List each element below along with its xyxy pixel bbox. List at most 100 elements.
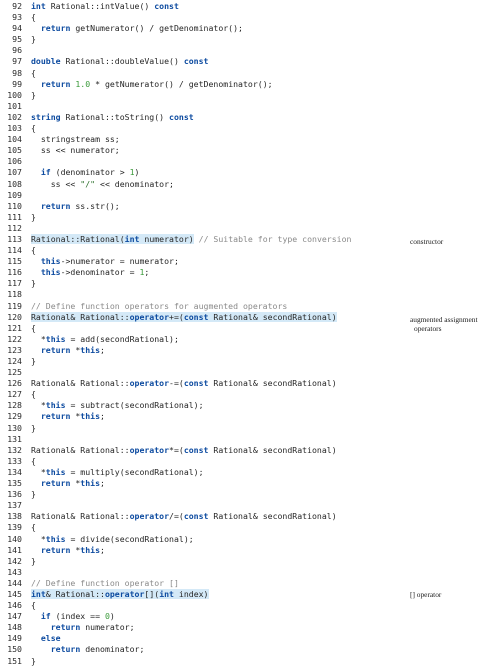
line-number: 92 [12,1,22,11]
code-text: if (index == 0) [40,611,115,622]
code-line: 147 if (index == 0) [0,611,494,622]
code-text: Rational& Rational::operator-=(const Rat… [31,378,337,389]
line-number: 109 [7,189,22,200]
line-number: 150 [7,644,22,655]
code-text: return *this; [40,411,105,422]
annotation-constructor-text: constructor [410,237,444,246]
line-number: 145 [7,588,22,599]
code-line: 99 return 1.0 * getNumerator() / getDeno… [0,79,494,90]
code-line: 113 Rational::Rational(int numerator) // … [0,233,494,245]
code-text: // Define function operator [] [31,577,179,588]
line-number: 124 [7,356,22,366]
line-number: 128 [7,400,22,411]
code-line: 106 [0,156,494,167]
line-number: 126 [7,378,22,389]
line-number: 149 [7,633,22,644]
line-number: 141 [7,544,22,555]
code-text: this->denominator = 1; [40,267,150,278]
line-number: 120 [7,311,22,322]
code-line: 127{ [0,389,494,400]
code-line: 124} [0,356,494,367]
annotation-constructor: constructor [410,237,443,246]
code-line: 103{ [0,123,494,134]
code-text: int Rational::intValue() const [31,1,179,11]
line-number: 139 [7,522,22,533]
code-text: { [31,123,36,134]
annotation-augmented-line2: operators [414,324,442,333]
code-text: } [31,422,36,433]
line-number: 112 [7,222,22,233]
code-line: 98{ [0,68,494,79]
code-line: 112 [0,223,494,234]
code-line: 133{ [0,456,494,467]
annotation-augmented-operators: augmented assignment operators [410,315,478,333]
code-line: 149 else [0,633,494,644]
code-line: 146{ [0,600,494,611]
line-number: 118 [7,289,22,300]
code-line: 140 *this = divide(secondRational); [0,534,494,545]
code-text: return numerator; [50,622,135,633]
annotation-augmented-line1: augmented assignment [410,315,478,324]
code-text: // Define function operators for augment… [31,300,288,311]
line-number: 94 [12,23,22,34]
code-text: return denominator; [50,644,145,655]
code-text: Rational& Rational::operator*=(const Rat… [31,444,337,455]
line-number: 113 [7,233,22,244]
code-text: *this = divide(secondRational); [31,533,194,544]
line-number: 138 [7,511,22,522]
code-line: 116 this->denominator = 1; [0,267,494,278]
line-number: 148 [7,622,22,633]
code-text: string Rational::toString() const [31,111,194,122]
code-line: 141 return *this; [0,545,494,556]
code-text: Rational& Rational::operator/=(const Rat… [31,511,337,522]
line-number: 116 [7,267,22,278]
code-text: } [31,555,36,566]
code-line: 139{ [0,522,494,533]
code-line: 114{ [0,245,494,256]
code-line: 104 stringstream ss; [0,134,494,145]
code-text: if (denominator > 1) [40,167,140,178]
line-number: 147 [7,611,22,622]
code-line: 134 *this = multiply(secondRational); [0,467,494,478]
line-number: 107 [7,167,22,178]
line-number: 99 [12,78,22,89]
code-text: Rational::Rational(int numerator) // Sui… [31,233,352,244]
line-number: 108 [7,178,22,189]
line-number: 131 [7,433,22,444]
line-number: 123 [7,344,22,355]
code-line: 151} [0,656,494,667]
code-line: 118 [0,289,494,300]
code-line: 136} [0,489,494,500]
line-number: 96 [12,45,22,56]
line-number: 111 [7,211,22,222]
code-line: 96 [0,45,494,56]
code-text: *this = multiply(secondRational); [31,466,204,477]
code-line: 115 this->numerator = numerator; [0,256,494,267]
code-line: 131 [0,434,494,445]
line-number: 144 [7,577,22,588]
line-number: 95 [12,34,22,45]
code-text: else [40,633,61,644]
line-number: 151 [7,655,22,666]
line-number: 146 [7,600,22,611]
code-text: } [31,356,36,366]
line-number: 110 [7,200,22,211]
line-number: 93 [12,12,22,23]
code-line: 130} [0,423,494,434]
code-line: 95} [0,34,494,45]
code-text: return *this; [40,344,105,355]
code-line: 142} [0,556,494,567]
line-number: 143 [7,566,22,577]
code-text: { [31,67,36,78]
line-number: 121 [7,322,22,333]
code-text: { [31,389,36,400]
line-number: 122 [7,333,22,344]
code-line: 109 [0,190,494,201]
line-number: 117 [7,278,22,289]
code-line: 110 return ss.str(); [0,201,494,212]
